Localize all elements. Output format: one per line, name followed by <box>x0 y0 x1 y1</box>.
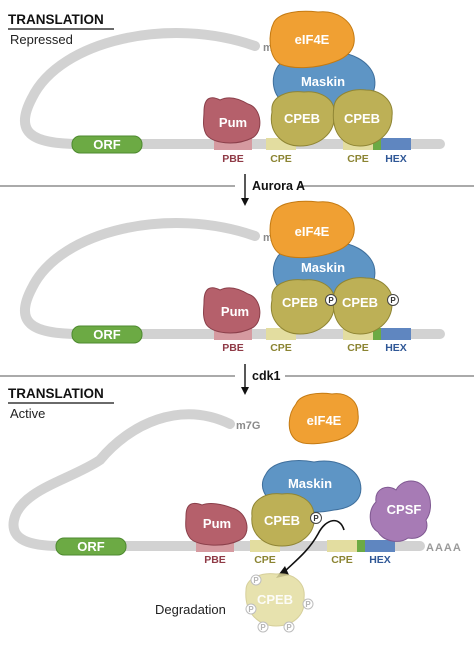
eif4e-label: eIF4E <box>295 32 330 47</box>
step-arrow-cdk1 <box>241 364 249 395</box>
phospho-label: P <box>313 514 319 523</box>
panel-repressed: TRANSLATION Repressed m7G ORF PBE CPE CP… <box>8 10 445 165</box>
phospho-label: P <box>253 576 259 585</box>
cpeb-protein-2 <box>332 89 393 147</box>
eif4e-protein-free <box>288 392 359 445</box>
maskin-label: Maskin <box>301 260 345 275</box>
orf-box <box>55 537 127 556</box>
hex-box <box>365 540 395 552</box>
hex-green-cap <box>373 328 381 340</box>
phospho-label: P <box>328 296 334 305</box>
step-kinase-cdk1: cdk1 <box>252 369 281 383</box>
hex-label: HEX <box>385 342 407 354</box>
panel-active: TRANSLATION Active m7G AAAA ORF PBE CPE … <box>8 386 462 633</box>
hex-label: HEX <box>369 554 391 566</box>
phospho-label: P <box>248 605 254 614</box>
step-kinase-aurora-a: Aurora A <box>252 179 305 193</box>
orf-label: ORF <box>77 539 105 554</box>
cpeb-label-2: CPEB <box>342 295 378 310</box>
phospho-label: P <box>260 623 266 632</box>
eif4e-protein <box>269 10 355 69</box>
cpeb-label-1: CPEB <box>284 111 320 126</box>
phospho-badge: P <box>387 294 399 306</box>
step-arrow-aurora <box>241 174 249 206</box>
pum-protein <box>185 502 248 546</box>
eif4e-label: eIF4E <box>295 224 330 239</box>
phospho-badge-faint: P <box>245 603 257 615</box>
mrna-strand <box>8 409 425 551</box>
hex-green-cap <box>373 138 381 150</box>
panel1-heading: TRANSLATION <box>8 12 104 27</box>
cpsf-label: CPSF <box>387 502 422 517</box>
hex-box <box>381 328 411 340</box>
pum-protein <box>203 97 261 144</box>
phospho-label: P <box>305 600 311 609</box>
pbe-label: PBE <box>222 342 244 354</box>
phospho-badge-faint: P <box>283 621 295 633</box>
cpe-label-2: CPE <box>347 342 369 354</box>
phospho-badge-faint: P <box>257 621 269 633</box>
cpe-label-1: CPE <box>270 153 292 165</box>
pum-protein <box>203 287 261 334</box>
cpeb-label: CPEB <box>264 513 300 528</box>
polya-tail-label: AAAA <box>426 542 462 554</box>
phospho-badge: P <box>325 294 337 306</box>
phospho-badge-faint: P <box>250 574 262 586</box>
hex-green-cap <box>357 540 365 552</box>
phospho-label: P <box>286 623 292 632</box>
phospho-badge-faint: P <box>302 598 314 610</box>
orf-label: ORF <box>93 327 121 342</box>
degraded-cpeb-label: CPEB <box>257 592 293 607</box>
panel1-subheading: Repressed <box>10 32 73 47</box>
eif4e-label: eIF4E <box>307 413 342 428</box>
pum-label: Pum <box>221 304 249 319</box>
pum-label: Pum <box>219 115 247 130</box>
cpe-label-1: CPE <box>270 342 292 354</box>
cpsf-protein <box>369 480 431 542</box>
maskin-label: Maskin <box>288 476 332 491</box>
degradation-label: Degradation <box>155 602 226 617</box>
hex-label: HEX <box>385 153 407 165</box>
cpe-box-2 <box>327 540 357 552</box>
pbe-label: PBE <box>222 153 244 165</box>
cpeb-label-1: CPEB <box>282 295 318 310</box>
cpeb-label-2: CPEB <box>344 111 380 126</box>
phospho-badge: P <box>310 512 322 524</box>
eif4e-protein <box>269 200 355 259</box>
orf-box <box>71 325 143 344</box>
panel-intermediate: m7G ORF PBE CPE CPE HEX Pum Maskin eIF4E… <box>19 200 445 354</box>
maskin-label: Maskin <box>301 74 345 89</box>
mrna-strand <box>19 218 445 339</box>
orf-label: ORF <box>93 137 121 152</box>
cpe-label-1: CPE <box>254 554 276 566</box>
phospho-label: P <box>390 296 396 305</box>
panel3-heading: TRANSLATION <box>8 386 104 401</box>
hex-box <box>381 138 411 150</box>
mrna-strand <box>19 28 445 149</box>
panel3-subheading: Active <box>10 406 45 421</box>
cpe-label-2: CPE <box>347 153 369 165</box>
pbe-label: PBE <box>204 554 226 566</box>
orf-box <box>71 135 143 154</box>
m7g-cap-label: m7G <box>236 420 260 432</box>
pum-label: Pum <box>203 516 231 531</box>
cpe-label-2: CPE <box>331 554 353 566</box>
